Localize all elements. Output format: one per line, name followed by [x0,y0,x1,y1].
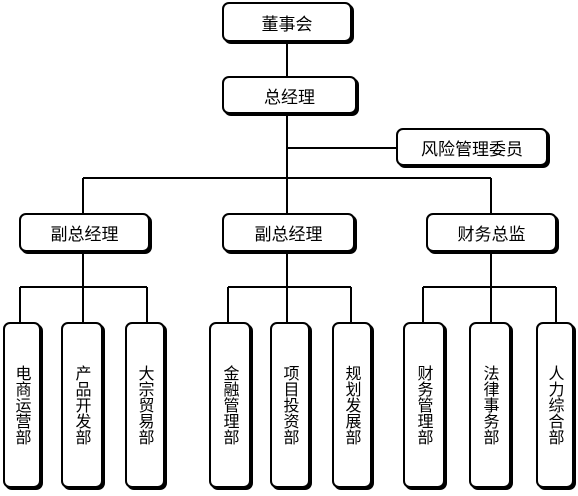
general-manager-label: 总经理 [264,87,315,108]
department-node: 电商运营部 [3,322,41,488]
risk-committee-label: 风险管理委员 [421,139,523,160]
finance-director-node: 财务总监 [426,213,557,252]
department-label: 金融管理部 [220,365,240,445]
board-node: 董事会 [222,2,352,42]
deputy-label: 财务总监 [457,225,526,245]
department-node: 财务管理部 [403,322,445,488]
department-node: 人力综合部 [536,322,574,488]
department-node: 规划发展部 [332,322,372,488]
department-node: 项目投资部 [270,322,310,488]
department-label: 财务管理部 [414,365,434,445]
department-node: 产品开发部 [61,322,103,488]
department-label: 法律事务部 [480,365,500,445]
department-label: 电商运营部 [12,365,32,445]
board-label: 董事会 [261,14,313,35]
department-label: 产品开发部 [72,365,92,445]
deputy-label: 副总经理 [50,225,119,245]
deputy-node-2: 副总经理 [222,213,355,252]
department-node: 法律事务部 [469,322,511,488]
deputy-node-1: 副总经理 [19,213,150,252]
deputy-label: 副总经理 [254,225,323,245]
department-label: 项目投资部 [280,365,300,445]
general-manager-node: 总经理 [222,76,357,114]
department-node: 大宗贸易部 [125,322,165,488]
risk-committee-node: 风险管理委员 [396,128,548,166]
department-label: 大宗贸易部 [135,365,155,445]
department-label: 规划发展部 [342,365,362,445]
department-node: 金融管理部 [209,322,251,488]
department-label: 人力综合部 [545,365,565,445]
